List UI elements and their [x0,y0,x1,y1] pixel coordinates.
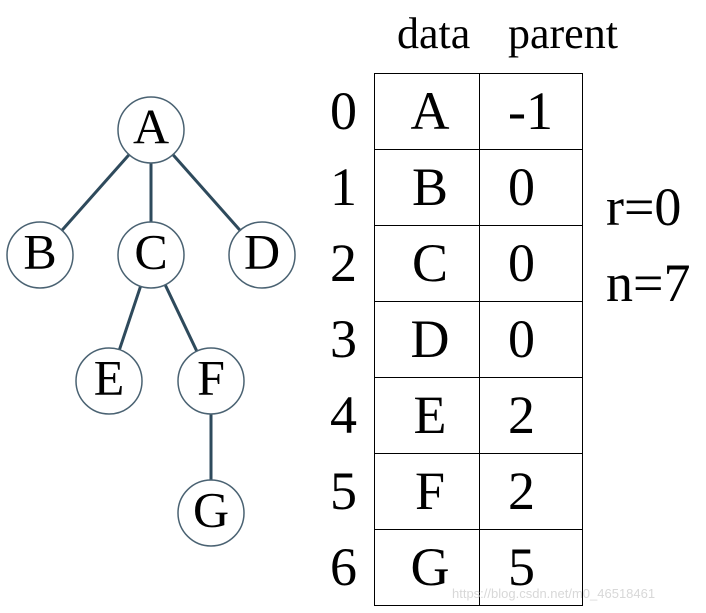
edge-C-F [163,284,199,352]
node-label: C [134,223,167,279]
parent-cell: 2 [479,377,583,454]
data-cell: D [374,301,480,378]
tree-node-C: C [117,221,185,289]
edge-A-D [171,153,242,232]
count-info: n=7 [606,253,691,313]
tree-diagram: A B C D E F G [6,96,296,547]
node-circle [117,221,185,289]
root-info: r=0 [606,177,682,237]
data-cell: F [374,453,480,530]
table-row: A-1 [374,73,583,150]
node-circle [6,221,74,289]
tree-node-A: A [117,96,185,164]
node-circle [228,221,296,289]
edge-A-B [60,153,131,232]
node-circle [75,347,143,415]
edge-C-E [118,285,142,351]
parent-cell: 0 [479,301,583,378]
data-cell: C [374,225,480,302]
row-index: 5 [330,461,357,521]
node-label: D [244,223,280,279]
node-label: A [133,98,169,154]
tree-node-F: F [177,347,245,415]
node-label: B [23,223,56,279]
parent-cell: 2 [479,453,583,530]
row-index: 2 [330,233,357,293]
row-index: 1 [330,157,357,217]
header-data: data [397,9,471,58]
row-index: 0 [330,81,357,141]
row-index: 4 [330,385,357,445]
parent-cell: 5 [479,529,583,606]
parent-cell: 0 [479,225,583,302]
tree-node-D: D [228,221,296,289]
tree-node-E: E [75,347,143,415]
tree-node-B: B [6,221,74,289]
data-cell: A [374,73,480,150]
data-cell: B [374,149,480,226]
header-parent: parent [508,9,618,58]
data-cell: E [374,377,480,454]
tree-node-G: G [177,479,245,547]
row-index: 3 [330,309,357,369]
data-cell: G [374,529,480,606]
parent-cell: -1 [479,73,583,150]
node-label: G [193,481,229,537]
node-label: E [94,349,125,405]
node-label: F [197,349,225,405]
watermark: https://blog.csdn.net/m0_46518461 [452,586,656,601]
node-circle [177,347,245,415]
node-circle [177,479,245,547]
row-index: 6 [330,537,357,597]
node-circle [117,96,185,164]
parent-cell: 0 [479,149,583,226]
